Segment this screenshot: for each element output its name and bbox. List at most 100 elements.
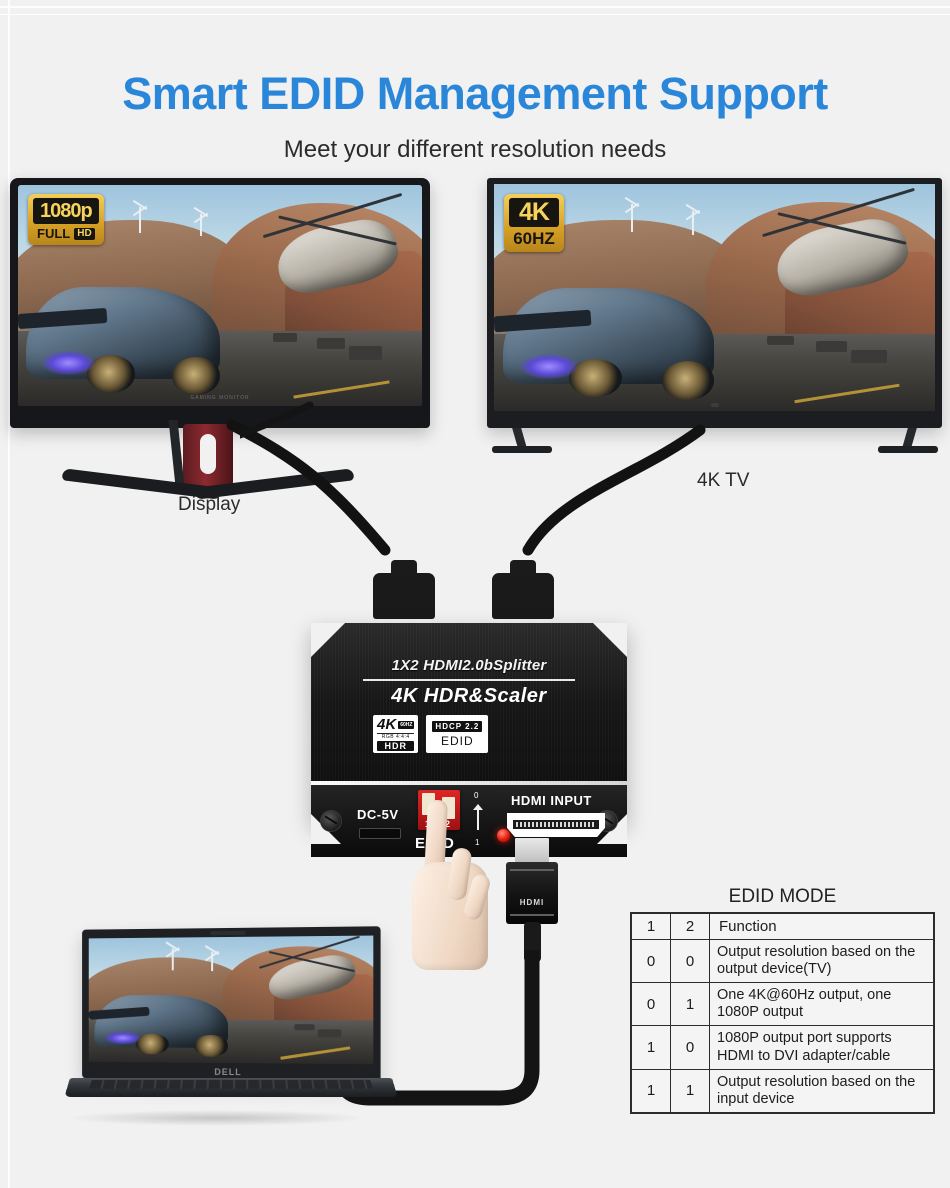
frame-line-top2	[0, 14, 950, 15]
splitter-corner-tl	[311, 623, 345, 657]
badge-hdcp-text: HDCP 2.2	[432, 720, 483, 732]
scene-truck	[294, 1024, 315, 1031]
monitor-screen: 1080p FULL HD GAMING MONITOR	[18, 185, 422, 406]
badge-chip: HD	[74, 227, 95, 240]
splitter-corner-tr	[593, 623, 627, 657]
badge-top-text: 1080p	[33, 198, 99, 224]
dip-direction-arrow: 0 1	[471, 791, 485, 847]
header-switch-1: 1	[630, 912, 671, 940]
laptop-keyboard[interactable]	[89, 1079, 373, 1089]
scene-car-wheel	[171, 357, 220, 395]
badge-bottom-row: FULL HD	[33, 227, 99, 240]
resolution-badge-4k: 4K 60HZ	[504, 194, 564, 252]
badge-hdr-text: HDR	[377, 741, 415, 751]
hdmi-plug-stripe	[510, 914, 554, 916]
row-0-function: Output resolution based on the output de…	[709, 938, 935, 984]
badge-4k-hdr: 4K 60HZ RGB 4:4:4 HDR	[373, 715, 419, 753]
badge-bottom-row: 60HZ	[509, 230, 559, 247]
badge-top-text: 4K	[509, 198, 559, 227]
game-scene-display	[18, 185, 422, 406]
scene-car-wheel	[194, 1035, 228, 1057]
row-0-sw1: 0	[630, 938, 671, 984]
scene-car-wheel	[661, 361, 715, 400]
scene-truck	[815, 340, 847, 352]
row-1-function: One 4K@60Hz output, one 1080P output	[709, 982, 935, 1027]
laptop-shadow	[66, 1110, 366, 1126]
row-3-sw2: 1	[670, 1068, 710, 1114]
badge-4k-row: 4K 60HZ	[377, 716, 415, 733]
scene-truck	[851, 349, 887, 364]
tv-indicator-dot	[710, 403, 719, 407]
scene-truck	[767, 336, 794, 346]
hdmi-port-pins	[516, 822, 596, 827]
status-led-indicator	[497, 829, 510, 842]
splitter-subtitle: 4K HDR&Scaler	[391, 685, 547, 707]
wind-turbine-icon	[171, 948, 174, 971]
badge-word: FULL	[37, 226, 71, 241]
tv-foot-right	[878, 446, 938, 453]
wind-turbine-icon	[139, 207, 142, 234]
resolution-badge-1080p: 1080p FULL HD	[28, 194, 104, 245]
tv-4k: 4K 60HZ	[487, 178, 942, 428]
hdmi-input-label: HDMI INPUT	[511, 793, 592, 808]
edid-table-title: EDID MODE	[728, 886, 837, 907]
row-2-function: 1080P output port supports HDMI to DVI a…	[709, 1025, 935, 1070]
hdmi-cables	[226, 419, 706, 556]
page-title: Smart EDID Management Support	[122, 68, 828, 119]
edid-table-element: 1 2 Function 0 0 Output resolution based…	[630, 912, 935, 1114]
badge-rgb-text: RGB 4:4:4	[377, 733, 415, 740]
header-switch-2: 2	[670, 912, 710, 940]
badge-60hz-chip: 60HZ	[398, 720, 415, 729]
page-subtitle: Meet your different resolution needs	[283, 136, 667, 163]
hdmi-input-port[interactable]	[507, 813, 605, 837]
hdmi-plug-stripe	[510, 869, 554, 871]
scene-truck	[272, 333, 297, 342]
scene-car-wheel	[86, 355, 136, 393]
scene-truck	[349, 346, 382, 360]
dc-power-label: DC-5V	[357, 807, 399, 822]
wind-turbine-icon	[199, 213, 202, 236]
laptop-brand-logo: DELL	[214, 1066, 242, 1078]
row-1-sw1: 0	[630, 982, 671, 1027]
scene-car-exhaust-glow	[42, 350, 95, 376]
hdmi-plug-shield	[515, 838, 549, 864]
arrow-label-0: 0	[474, 791, 479, 800]
row-1-sw2: 1	[670, 982, 710, 1027]
row-2-sw1: 1	[630, 1025, 671, 1070]
splitter-feature-badges: 4K 60HZ RGB 4:4:4 HDR HDCP 2.2 EDID	[373, 715, 489, 753]
scene-truck	[317, 1029, 341, 1038]
dip-label-2: 2	[445, 819, 451, 829]
tv-label: 4K TV	[697, 470, 750, 491]
tv-screen: 4K 60HZ	[494, 184, 935, 411]
row-0-sw2: 0	[670, 938, 710, 984]
pointing-hand	[412, 799, 522, 970]
badge-edid-text: EDID	[441, 733, 474, 748]
monitor-stand-neck	[183, 424, 233, 486]
row-3-function: Output resolution based on the input dev…	[709, 1068, 935, 1114]
frame-line-left	[8, 0, 10, 1188]
dc-power-port[interactable]	[359, 828, 401, 839]
splitter-divider-rule	[363, 679, 575, 681]
hdmi-splitter-device: 1X2 HDMI2.0bSplitter 4K HDR&Scaler 4K 60…	[311, 560, 627, 870]
frame-line-top	[0, 6, 950, 8]
badge-4k-text: 4K	[377, 716, 397, 733]
edid-table-body: 0 0 Output resolution based on the outpu…	[630, 938, 935, 1114]
wind-turbine-icon	[210, 952, 213, 972]
splitter-front-edge	[311, 781, 627, 785]
monitor-brand-text: GAMING MONITOR	[190, 395, 250, 401]
source-laptop: DELL	[64, 926, 398, 1128]
hdmi-plug-label: HDMI	[519, 898, 545, 907]
row-3-sw1: 1	[630, 1068, 671, 1114]
splitter-title: 1X2 HDMI2.0bSplitter	[391, 657, 547, 674]
monitor-rear-cable	[240, 401, 314, 439]
game-scene-tv	[494, 184, 935, 411]
edid-mode-table: 1 2 Function 0 0 Output resolution based…	[630, 912, 935, 1114]
badge-hdcp-edid: HDCP 2.2 EDID	[426, 715, 489, 753]
hdmi-plug-body	[506, 862, 558, 924]
scene-truck	[316, 337, 346, 349]
wind-turbine-icon	[692, 211, 695, 236]
laptop-base	[64, 1078, 398, 1098]
laptop-lid: DELL	[82, 926, 381, 1082]
hdmi-output-plug-2	[492, 560, 554, 619]
